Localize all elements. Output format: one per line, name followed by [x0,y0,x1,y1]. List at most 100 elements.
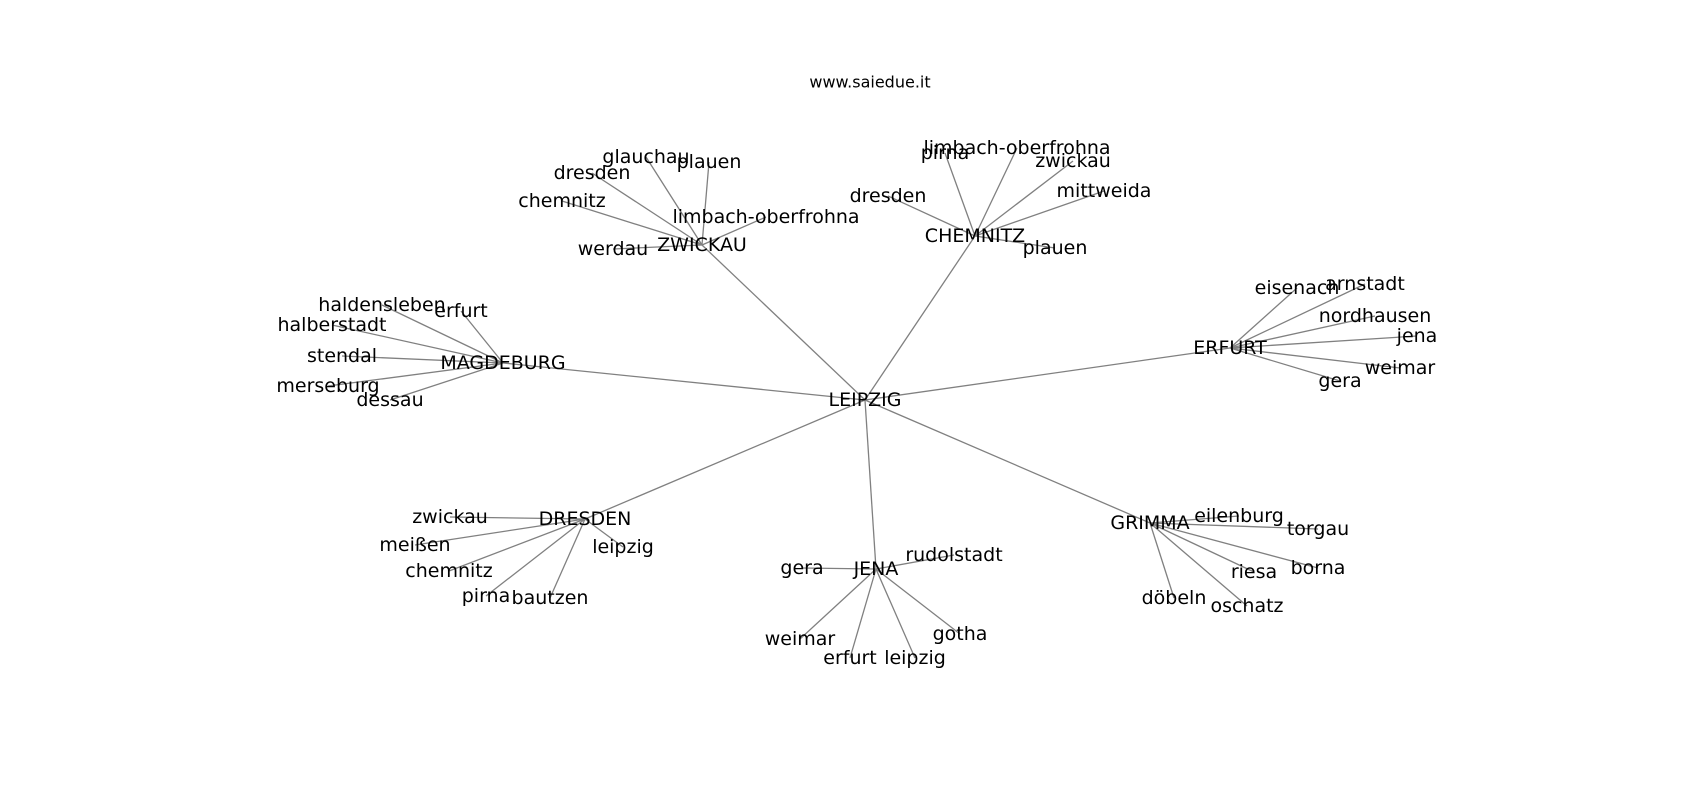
leaf-node-label: plauen [677,151,742,173]
edge-grimma_hub-3 [1149,522,1319,569]
edge-grimma_hub-1 [1149,522,1319,530]
edge-zwickau_hub-1 [701,161,710,246]
leaf-node-label: rudolstadt [905,544,1002,566]
leaf-node-label: borna [1291,557,1346,579]
leaf-node-label: arnstadt [1325,273,1405,295]
edge-jena_hub-4 [849,568,877,659]
hub-node-label: JENA [853,558,899,580]
edge-erfurt_hub-4 [1229,347,1401,369]
hub-node-label: ZWICKAU [657,234,747,256]
leaf-node-label: erfurt [434,300,488,322]
leaf-node-label: dresden [850,185,927,207]
leaf-node-label: chemnitz [518,190,605,212]
edge-chemnitz_hub-5 [974,235,1056,249]
edge-magdeburg_hub-5 [389,362,504,401]
edge-center-jena_hub [864,399,877,570]
leaf-node-label: oschatz [1210,595,1283,617]
hub-node-label: DRESDEN [539,508,632,530]
edge-grimma_hub-2 [1149,522,1255,573]
edge-center-zwickau_hub [701,244,866,401]
edge-zwickau_hub-2 [591,172,703,246]
leaf-node-label: dessau [356,389,423,411]
edge-center-chemnitz_hub [864,235,976,401]
edge-center-erfurt_hub [864,347,1231,401]
graph-edges [327,147,1418,659]
leaf-node-label: pirna [921,142,970,164]
leaf-node-label: dresden [554,162,631,184]
edge-magdeburg_hub-0 [381,304,504,364]
site-url: www.saiedue.it [809,73,930,92]
leaf-node-label: erfurt [823,647,877,669]
edge-chemnitz_hub-3 [974,190,1105,237]
edge-center-grimma_hub [864,399,1151,524]
leaf-node-label: eisenach [1255,277,1340,299]
edge-dresden_hub-4 [549,518,586,599]
edge-magdeburg_hub-1 [460,310,504,364]
leaf-node-label: leipzig [592,536,654,558]
graph-node-labels: LEIPZIGZWICKAUglauchauplauendresdenchemn… [276,137,1437,669]
edge-grimma_hub-0 [1149,515,1240,524]
edge-dresden_hub-2 [448,518,586,572]
edge-erfurt_hub-3 [1229,335,1418,349]
edge-dresden_hub-0 [449,516,586,520]
leaf-node-label: glauchau [602,146,689,168]
leaf-node-label: weimar [765,628,836,650]
edge-zwickau_hub-0 [645,156,703,246]
edge-magdeburg_hub-3 [341,355,504,364]
leaf-node-label: limbach-oberfrohna [672,206,859,228]
leaf-node-label: gera [1318,370,1361,392]
leaf-node-label: jena [1396,325,1438,347]
edge-magdeburg_hub-2 [331,324,504,364]
leaf-node-label: limbach-oberfrohna [923,137,1110,159]
edge-jena_hub-5 [875,568,916,659]
edge-chemnitz_hub-2 [974,160,1074,237]
hub-node-label: MAGDEBURG [440,352,565,374]
leaf-node-label: chemnitz [405,560,492,582]
edge-dresden_hub-3 [485,518,586,597]
edge-jena_hub-0 [875,554,955,570]
edge-grimma_hub-4 [1149,522,1175,599]
leaf-node-label: riesa [1231,561,1277,583]
edge-chemnitz_hub-4 [887,195,976,237]
edge-grimma_hub-5 [1149,522,1248,607]
hub-node-label: GRIMMA [1110,512,1189,534]
leaf-node-label: stendal [307,345,377,367]
leaf-node-label: weimar [1365,357,1436,379]
leaf-node-label: zwickau [412,506,488,528]
leaf-node-label: pirna [462,585,511,607]
edge-dresden_hub-1 [414,518,586,546]
edge-erfurt_hub-1 [1229,283,1366,349]
leaf-node-label: merseburg [276,375,379,397]
leaf-node-label: leipzig [884,647,946,669]
edge-chemnitz_hub-1 [944,152,976,237]
leaf-node-label: meißen [379,534,450,556]
leaf-node-label: torgau [1287,518,1349,540]
edge-zwickau_hub-3 [561,200,703,246]
edge-zwickau_hub-5 [612,244,703,250]
center-node-label: LEIPZIG [829,389,902,411]
edge-erfurt_hub-5 [1229,347,1341,382]
leaf-node-label: zwickau [1035,150,1111,172]
edge-magdeburg_hub-4 [327,362,504,387]
leaf-node-label: werdau [578,238,648,260]
hub-node-label: ERFURT [1193,337,1267,359]
leaf-node-label: nordhausen [1319,305,1432,327]
leaf-node-label: halberstadt [277,314,386,336]
edge-erfurt_hub-0 [1229,287,1298,349]
leaf-node-label: gotha [933,623,988,645]
edge-dresden_hub-5 [584,518,624,548]
edge-jena_hub-2 [875,568,961,635]
leaf-node-label: gera [780,557,823,579]
leaf-node-label: plauen [1023,237,1088,259]
leaf-node-label: haldensleben [318,294,445,316]
edge-jena_hub-1 [801,567,877,570]
edge-jena_hub-3 [799,568,877,640]
hub-node-label: CHEMNITZ [925,225,1025,247]
edge-erfurt_hub-2 [1229,315,1376,349]
edge-center-magdeburg_hub [502,362,866,401]
leaf-node-label: eilenburg [1194,505,1284,527]
edge-zwickau_hub-4 [701,216,767,246]
edge-center-dresden_hub [584,399,866,520]
leaf-node-label: döbeln [1142,587,1207,609]
